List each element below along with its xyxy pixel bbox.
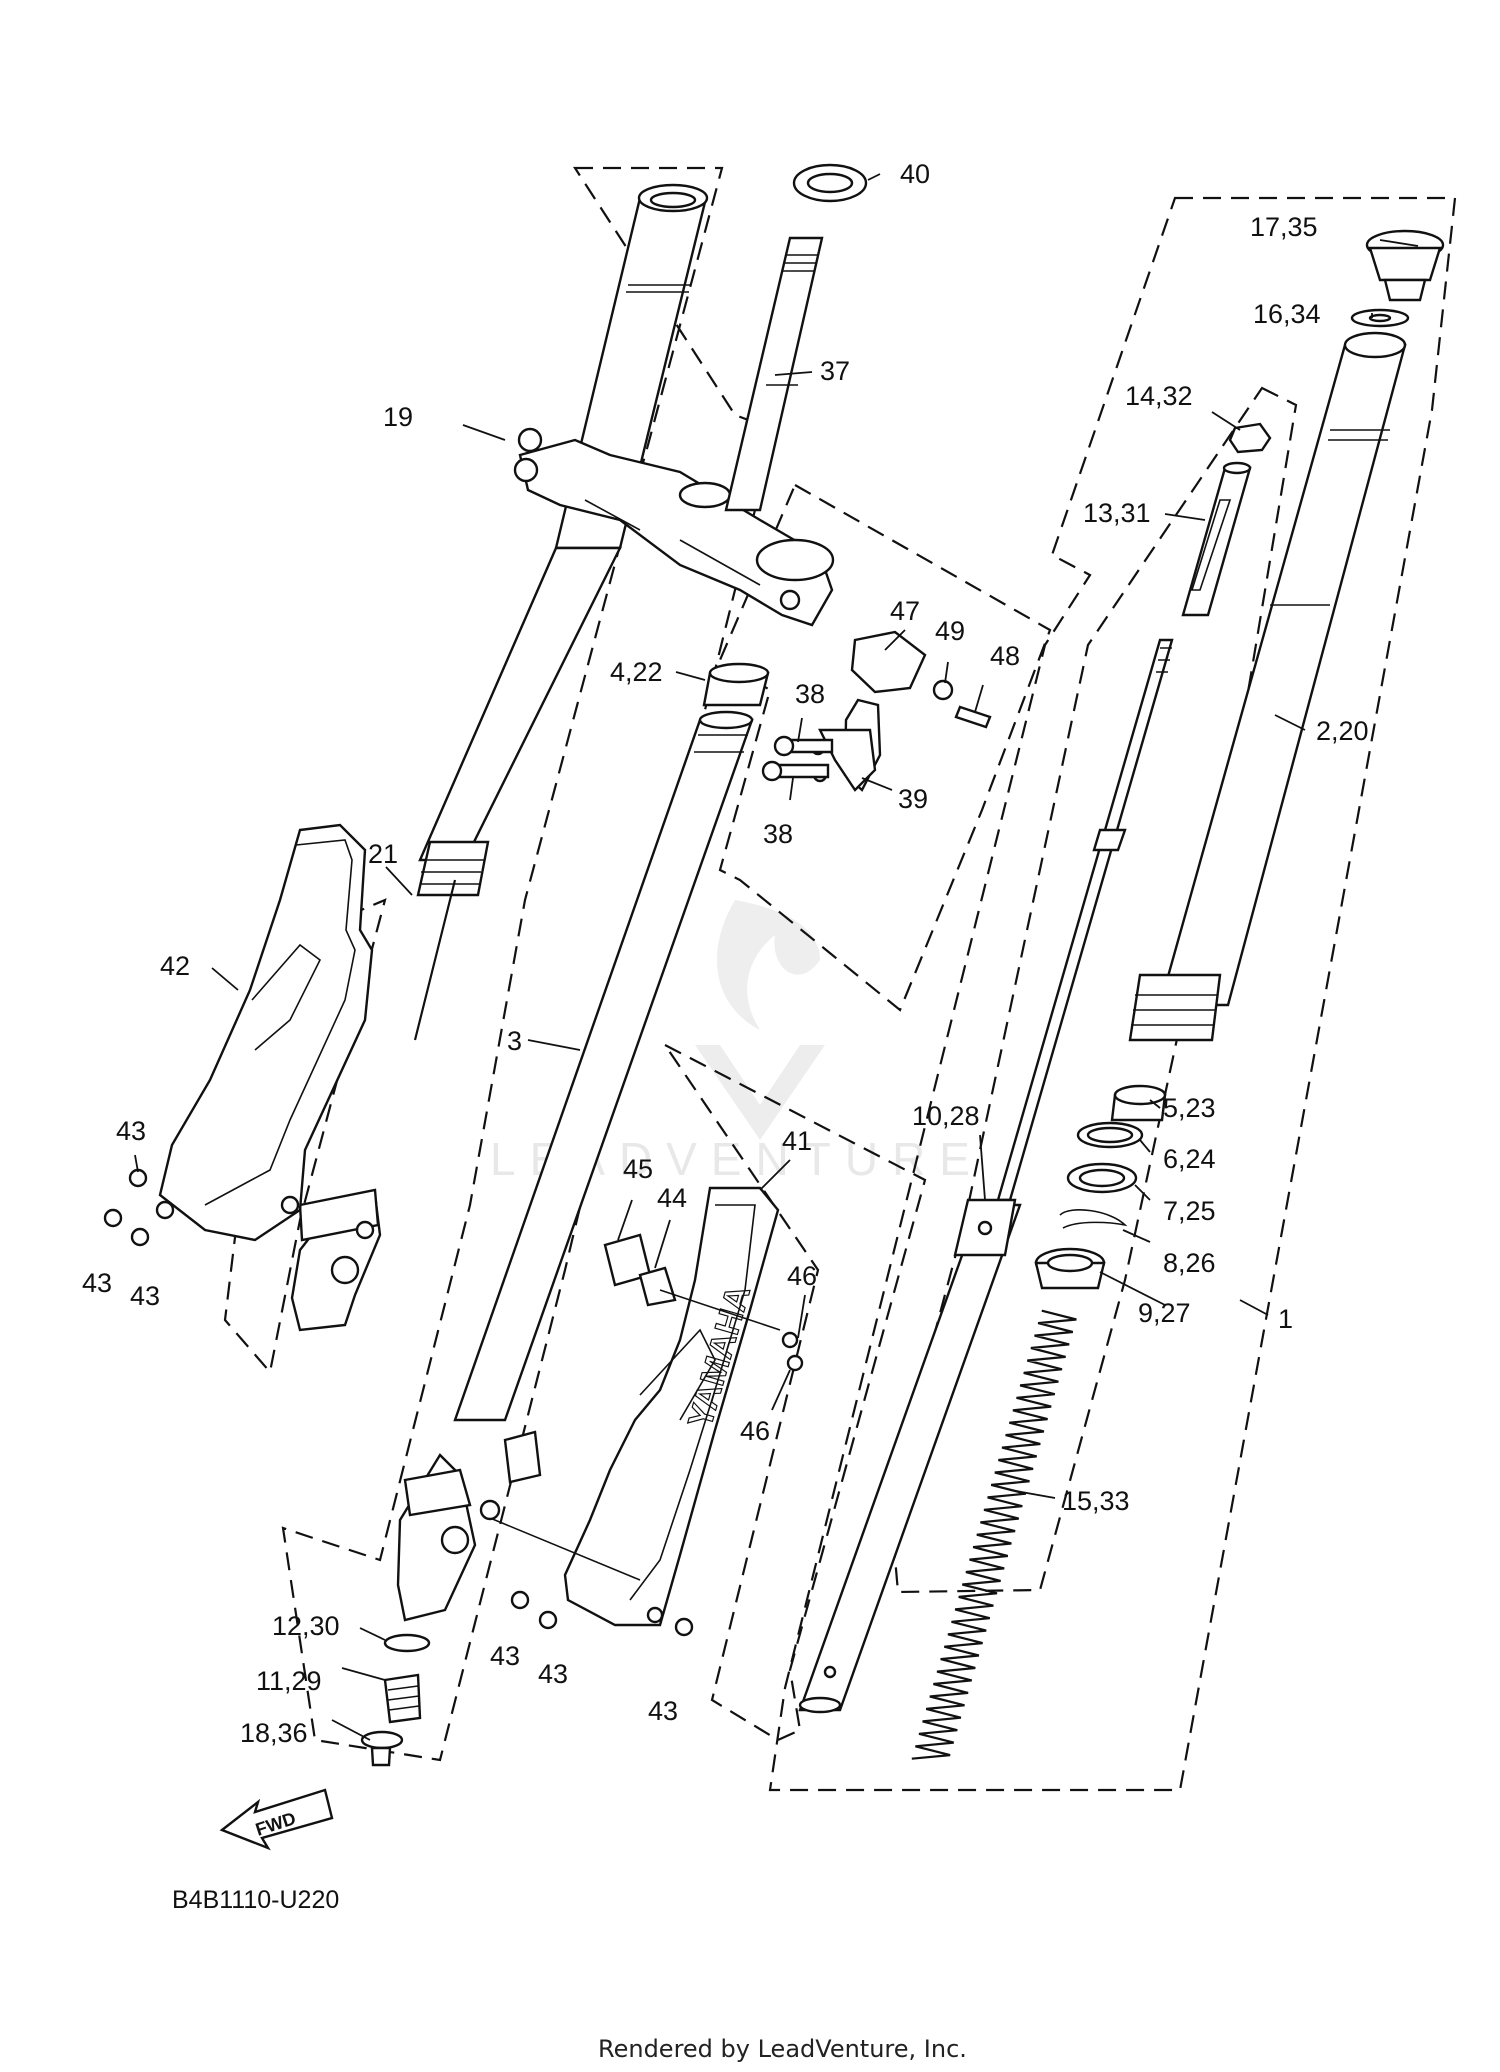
callout-13-31: 13,31 <box>1083 498 1151 528</box>
callout-48: 48 <box>990 641 1020 671</box>
callout-46-a: 46 <box>787 1261 817 1291</box>
callout-16-34: 16,34 <box>1253 299 1321 329</box>
callout-21: 21 <box>368 839 398 869</box>
guide-bracket <box>810 630 927 792</box>
inner-damper-group-outline <box>888 386 1298 1594</box>
reference-code: B4B1110-U220 <box>172 1886 339 1914</box>
fork-cap <box>1365 229 1445 302</box>
upper-triple-clamp <box>513 427 835 627</box>
right-fork-assembly-outline <box>768 196 1457 1792</box>
oil-seal <box>1066 1162 1138 1194</box>
callout-43-d: 43 <box>490 1641 520 1671</box>
callout-3: 3 <box>507 1026 522 1056</box>
retaining-clip <box>1059 1209 1128 1229</box>
damper-cartridge <box>798 1198 1022 1714</box>
base-valve-stack <box>360 1633 431 1767</box>
left-outer-tube-group-outline <box>281 166 777 1762</box>
callout-19: 19 <box>383 402 413 432</box>
callout-labels: 40 17,35 16,34 37 19 14,32 13,31 47 49 4… <box>82 159 1369 1748</box>
callout-43-c: 43 <box>130 1281 160 1311</box>
inner-tube <box>453 710 754 1422</box>
callout-41: 41 <box>782 1126 812 1156</box>
leader-lines <box>134 173 1419 1741</box>
upper-fork-guard <box>103 823 374 1247</box>
locknut <box>1228 422 1272 454</box>
callout-47: 47 <box>890 596 920 626</box>
callout-4-22: 4,22 <box>610 657 663 687</box>
lower-guard-group-outline <box>664 1044 927 1742</box>
guard-group-outline <box>223 898 387 1375</box>
callout-40: 40 <box>900 159 930 189</box>
callout-44: 44 <box>657 1183 687 1213</box>
callout-14-32: 14,32 <box>1125 381 1193 411</box>
callout-45: 45 <box>623 1154 653 1184</box>
steering-bearing <box>792 163 868 203</box>
callout-11-29: 11,29 <box>256 1666 322 1696</box>
lower-axle-bracket <box>396 1430 542 1622</box>
callout-43-a: 43 <box>116 1116 146 1146</box>
left-axle-bracket <box>290 1188 382 1332</box>
callout-38-upper: 38 <box>795 679 825 709</box>
callout-37: 37 <box>820 356 850 386</box>
callout-43-b: 43 <box>82 1268 112 1298</box>
steering-stem <box>724 236 824 512</box>
callout-9-27: 9,27 <box>1138 1298 1191 1328</box>
callout-10-28: 10,28 <box>912 1101 980 1131</box>
bracket-bolts <box>761 679 992 782</box>
callout-12-30: 12,30 <box>272 1611 340 1641</box>
callout-7-25: 7,25 <box>1163 1196 1216 1226</box>
callout-43-e: 43 <box>538 1659 568 1689</box>
rendered-by-footer: Rendered by LeadVenture, Inc. <box>598 2035 967 2063</box>
callout-5-23: 5,23 <box>1163 1093 1216 1123</box>
dust-seal <box>1034 1247 1106 1290</box>
callout-42: 42 <box>160 951 190 981</box>
callout-1: 1 <box>1278 1304 1293 1334</box>
callout-49: 49 <box>935 616 965 646</box>
callout-15-33: 15,33 <box>1062 1486 1130 1516</box>
guide-bushing <box>1110 1084 1167 1122</box>
adjuster-rod <box>1181 461 1252 617</box>
callout-39: 39 <box>898 784 928 814</box>
callout-18-36: 18,36 <box>240 1718 308 1748</box>
fwd-direction-arrow: FWD <box>219 1788 334 1851</box>
collar <box>702 662 770 707</box>
callout-6-24: 6,24 <box>1163 1144 1216 1174</box>
callout-8-26: 8,26 <box>1163 1248 1216 1278</box>
callout-46-b: 46 <box>740 1416 770 1446</box>
callout-38-lower: 38 <box>763 819 793 849</box>
callout-2-20: 2,20 <box>1316 716 1369 746</box>
fork-spring <box>911 1309 1077 1760</box>
right-outer-tube <box>1128 331 1407 1042</box>
washer <box>1350 308 1410 328</box>
slide-metal <box>1076 1121 1144 1149</box>
callout-17-35: 17,35 <box>1250 212 1318 242</box>
callout-43-f: 43 <box>648 1696 678 1726</box>
guard-clips <box>603 1233 804 1372</box>
